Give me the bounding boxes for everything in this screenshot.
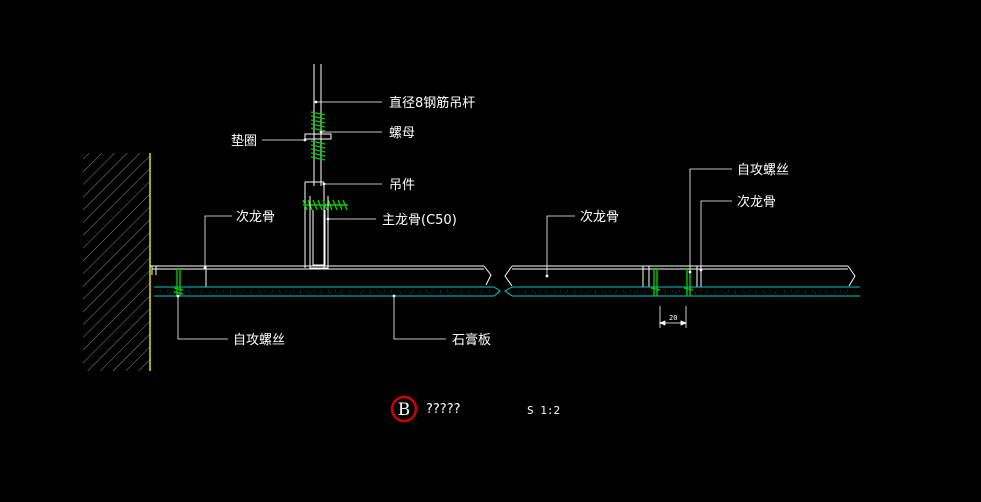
label-nut: 螺母 [389,126,415,141]
label-rod: 直径8钢筋吊杆 [389,95,475,111]
screw-left [173,268,184,296]
dimension-20 [658,306,688,328]
nut-thread [310,111,326,161]
wall-hatch [83,153,150,371]
sub-keel-left [150,265,492,287]
title-text: ????? [426,402,461,417]
label-main-keel: 主龙骨(C50) [382,213,457,228]
break-line [504,265,513,287]
label-washer: 垫圈 [231,133,257,149]
main-keel [309,196,329,269]
label-hanger: 吊件 [389,178,415,193]
dimension-label: 20 [669,314,677,322]
title-scale: S 1:2 [527,404,560,417]
screw-right [650,268,694,296]
sub-keel-right [512,265,856,287]
title-badge-letter: B [398,400,411,420]
wall [83,153,151,371]
label-gypsum-board: 石膏板 [452,332,491,348]
title-block: B ????? S 1:2 [390,395,560,423]
label-sub-keel-right-b: 次龙骨 [737,194,776,210]
label-screw-left: 自攻螺丝 [233,333,285,348]
washer [304,133,332,140]
label-screw-right: 自攻螺丝 [737,163,789,178]
title-badge-ring [390,395,418,423]
gypsum-board-right [504,286,860,297]
label-sub-keel-right-a: 次龙骨 [580,209,619,225]
leader-lines [177,101,732,340]
gypsum-board-left [154,286,501,297]
hanger-bracket [304,181,325,268]
leader-dots [176,100,703,298]
label-sub-keel-left: 次龙骨 [236,209,275,225]
